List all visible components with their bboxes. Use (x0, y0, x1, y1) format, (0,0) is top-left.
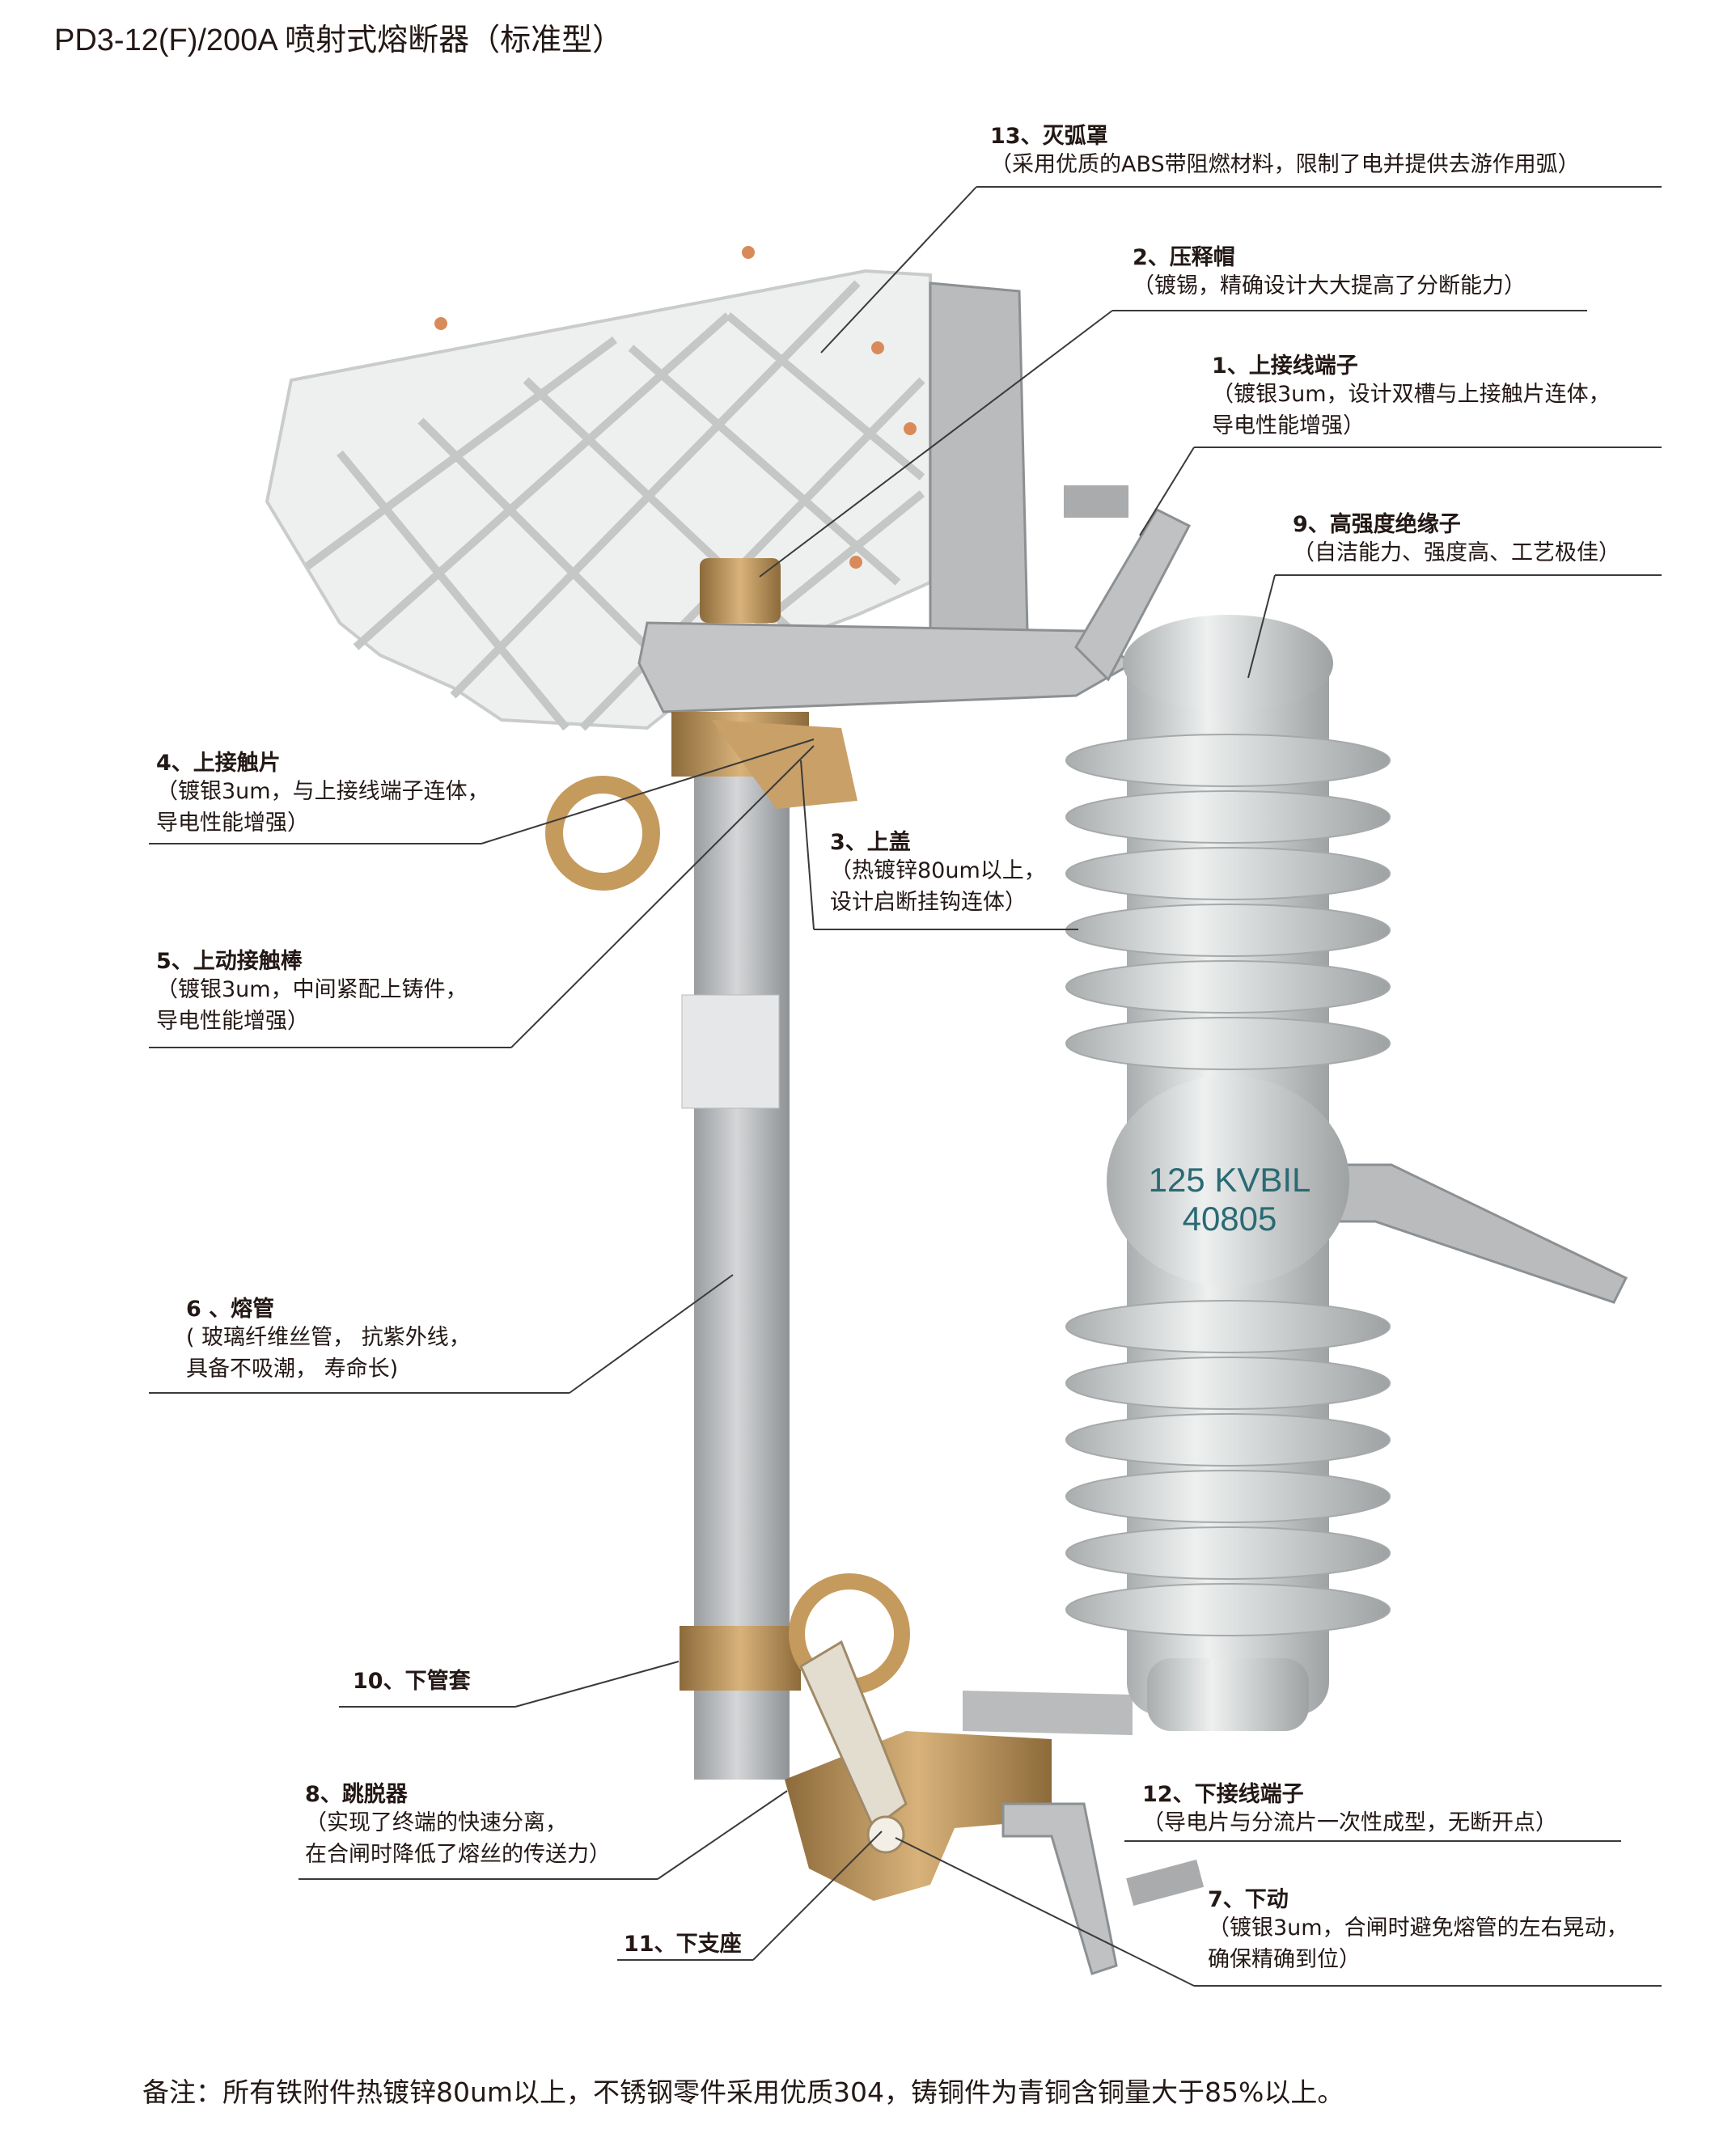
leader-line-3 (800, 760, 815, 930)
callout-label-4: 4、上接触片 (156, 751, 281, 776)
insulator (1065, 615, 1391, 1731)
callout-desc-1: （镀银3um，设计双槽与上接触片连体， (1212, 382, 1611, 407)
insulator-shed (1065, 1017, 1391, 1070)
insulator-mid (1107, 1076, 1349, 1286)
insulator-shed (1065, 960, 1391, 1014)
callout-desc-12: （导电片与分流片一次性成型，无断开点） (1142, 1810, 1557, 1835)
pressure-cap (700, 558, 781, 623)
callout-desc-6: ( 玻璃纤维丝管， 抗紫外线， (186, 1325, 471, 1350)
trip-lever (799, 1640, 908, 1831)
callout-desc-5: （镀银3um，中间紧配上铸件， (156, 977, 468, 1002)
leader-line-4 (481, 739, 815, 844)
callout-label-12: 12、下接线端子 (1142, 1782, 1304, 1807)
lower-terminal (1001, 1802, 1118, 1975)
upper-terminal-bolt (1064, 485, 1128, 518)
mounting-arm (1325, 1163, 1628, 1304)
leader-line-8 (657, 1790, 788, 1880)
footer-note: 备注：所有铁附件热镀锌80um以上，不锈钢零件采用优质304，铸铜件为青铜含铜量… (142, 2076, 1344, 2108)
callout-label-7: 7、下动 (1208, 1887, 1289, 1912)
callout-label-8: 8、跳脱器 (305, 1782, 408, 1807)
callout-desc-2: （镀锡，精确设计大大提高了分断能力） (1133, 273, 1526, 298)
insulator-shed (1065, 734, 1391, 787)
callout-desc-4: 导电性能增强） (156, 811, 309, 836)
callout-label-10: 10、下管套 (353, 1669, 471, 1694)
callout-desc-9: （自洁能力、强度高、工艺极佳） (1293, 540, 1620, 565)
lower-sleeve (680, 1626, 801, 1691)
leader-line-5 (510, 745, 815, 1048)
leader-line-9 (1247, 574, 1276, 679)
callout-desc-3: （热镀锌80um以上， (830, 858, 1046, 883)
leader-line-7 (895, 1837, 1195, 1987)
callout-label-6: 6 、熔管 (186, 1297, 275, 1322)
insulator-shed (1065, 790, 1391, 844)
upper-terminal (1074, 508, 1192, 682)
callout-desc-3: 设计启断挂钩连体） (830, 890, 1027, 915)
insulator-serial: 40805 (1182, 1200, 1277, 1238)
leader-line-6 (569, 1274, 734, 1394)
insulator-shed (1065, 1583, 1391, 1636)
leader-line-1 (1139, 447, 1195, 536)
callout-desc-5: 导电性能增强） (156, 1009, 309, 1034)
callout-desc-13: （采用优质的ABS带阻燃材料，限制了电并提供去游作用弧） (990, 152, 1580, 177)
insulator-shed (1065, 1526, 1391, 1580)
callout-label-5: 5、上动接触棒 (156, 949, 303, 974)
callout-desc-4: （镀银3um，与上接线端子连体， (156, 779, 489, 804)
leader-line-13 (820, 186, 977, 353)
insulator-shed (1065, 1300, 1391, 1353)
callout-label-9: 9、高强度绝缘子 (1293, 512, 1461, 537)
insulator-shed (1065, 1470, 1391, 1523)
upper-bracket (929, 281, 1029, 633)
callout-desc-1: 导电性能增强） (1212, 413, 1365, 438)
fuse-tube (694, 728, 790, 1780)
callout-desc-6: 具备不吸潮， 寿命长) (186, 1357, 399, 1382)
callout-label-2: 2、压释帽 (1133, 245, 1235, 270)
insulator-cap (1123, 615, 1333, 712)
callout-label-13: 13、灭弧罩 (990, 124, 1108, 149)
insulator-shed (1065, 1357, 1391, 1410)
top-cover (637, 621, 1135, 713)
insulator-shed (1065, 1413, 1391, 1467)
callout-label-1: 1、上接线端子 (1212, 353, 1358, 379)
insulator-shed (1065, 847, 1391, 900)
insulator-rating: 125 KVBIL (1148, 1161, 1311, 1199)
callout-desc-7: 确保精确到位） (1208, 1947, 1361, 1972)
lower-bracket (963, 1691, 1133, 1735)
callout-label-11: 11、下支座 (624, 1932, 742, 1957)
callout-desc-8: （实现了终端的快速分离， (305, 1810, 567, 1835)
callout-desc-8: 在合闸时降低了熔丝的传送力） (305, 1842, 611, 1867)
callout-label-3: 3、上盖 (830, 830, 911, 855)
leader-line-11 (752, 1831, 883, 1961)
fuse-tube-label (681, 994, 780, 1109)
insulator-base (1147, 1658, 1309, 1731)
insulator-shed (1065, 904, 1391, 957)
insulator-marking: 125 KVBIL 40805 (1133, 1161, 1327, 1238)
page-title: PD3-12(F)/200A 喷射式熔断器（标准型） (54, 23, 624, 57)
leader-line-10 (514, 1661, 680, 1708)
upper-contact (545, 712, 857, 891)
callout-desc-7: （镀银3um，合闸时避免熔管的左右晃动， (1208, 1915, 1628, 1941)
leader-line-2 (759, 310, 1113, 578)
